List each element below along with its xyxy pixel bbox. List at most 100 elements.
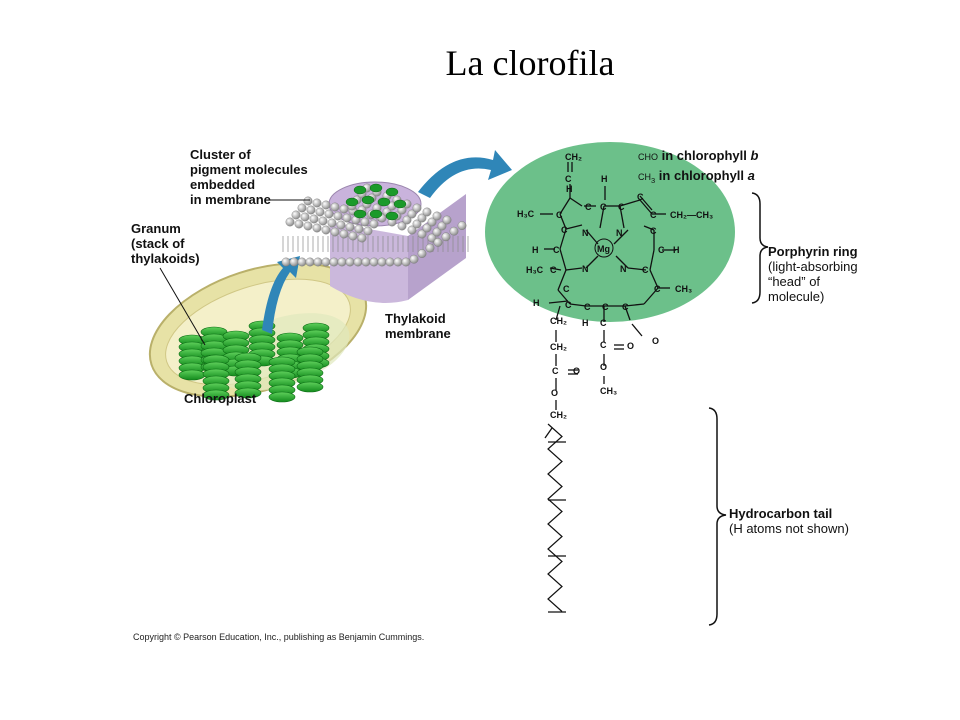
atom-label: C	[563, 284, 570, 294]
atom-label: C	[654, 284, 661, 294]
chloroplast-illustration	[148, 262, 368, 403]
granum-label-line: Granum	[131, 221, 181, 236]
atom-label: H₃C	[526, 265, 544, 275]
atom-label: CH₃	[675, 284, 692, 294]
thylakoid-label-line: Thylakoid	[385, 311, 446, 326]
granum-label-line: (stack of	[131, 236, 185, 251]
hydrocarbon-tail-label: Hydrocarbon tail (H atoms not shown)	[729, 506, 849, 536]
pigment-molecule	[353, 209, 367, 219]
pigment-molecule	[393, 199, 407, 209]
membrane-lipid-heads	[281, 183, 467, 267]
pigment-molecule	[353, 185, 367, 195]
thylakoid-label-line: membrane	[385, 326, 451, 341]
atom-label: C	[552, 366, 559, 376]
chlorophyll-a-group-subscript: 3	[651, 175, 656, 185]
atom-label: CH₂	[565, 152, 582, 162]
chlorophyll-a-text: in chlorophyll	[658, 168, 745, 183]
atom-label: O	[652, 336, 659, 346]
tail-label-heading: Hydrocarbon tail	[729, 506, 833, 521]
chlorophyll-b-group: CHO	[638, 152, 658, 162]
atom-label: CH₂	[550, 410, 567, 420]
atom-label: Mg	[597, 244, 610, 254]
atom-label: O	[573, 366, 580, 376]
atom-label: H	[532, 245, 539, 255]
porphyrin-label-heading: Porphyrin ring	[768, 244, 858, 259]
chlorophyll-b-letter: b	[750, 148, 759, 163]
cluster-label-line: pigment molecules	[190, 162, 308, 177]
atom-label: H	[566, 184, 573, 194]
atom-label: H₃C	[517, 209, 535, 219]
atom-label: C	[618, 202, 625, 212]
atom-label: C	[642, 265, 649, 275]
atom-label: N	[582, 228, 589, 238]
granum-leader-line	[159, 267, 206, 346]
porphyrin-brace	[751, 192, 769, 304]
molecule-bonds	[540, 162, 676, 613]
chlorophyll-a-group: CH3	[638, 172, 656, 185]
pigment-molecule	[369, 183, 383, 193]
atom-label: C	[561, 225, 568, 235]
atom-label: O	[627, 341, 634, 351]
atom-label: C	[637, 192, 644, 202]
granum-stack	[202, 354, 230, 401]
granum-stack	[268, 356, 296, 403]
slide-title: La clorofila	[445, 43, 615, 83]
chlorophyll-b-text: in chlorophyll	[661, 148, 747, 163]
atom-label: N	[620, 264, 627, 274]
atom-label: N	[616, 228, 623, 238]
granum-label-line: thylakoids)	[131, 251, 200, 266]
atom-label: C	[556, 210, 563, 220]
atom-label: C	[650, 210, 657, 220]
atom-label: H	[673, 245, 680, 255]
atom-label: C	[584, 302, 591, 312]
chlorophyll-a-label: CH3 in chlorophyll a	[638, 168, 755, 188]
chlorophyll-a-letter: a	[747, 168, 755, 183]
atom-label: C	[600, 318, 607, 328]
pigment-molecule-cluster	[345, 183, 407, 221]
chlorophyll-b-label: CHO in chlorophyll b	[638, 148, 758, 165]
tail-label-line: (H atoms not shown)	[729, 521, 849, 536]
atom-label: N	[582, 264, 589, 274]
porphyrin-label-line: (light-absorbing	[768, 259, 858, 274]
cluster-label-line: embedded	[190, 177, 256, 192]
copyright-notice: Copyright © Pearson Education, Inc., pub…	[133, 632, 425, 642]
atom-label: H	[601, 174, 608, 184]
atom-label: C	[658, 245, 665, 255]
atom-label: C	[565, 174, 572, 184]
pigment-molecule	[377, 197, 391, 207]
atom-label: O	[551, 388, 558, 398]
tail-brace	[708, 407, 727, 626]
porphyrin-label-line: molecule)	[768, 289, 825, 304]
atom-label: CH₂	[550, 316, 567, 326]
porphyrin-head	[485, 142, 735, 322]
atom-label: C	[622, 302, 629, 312]
atom-label: H	[582, 318, 589, 328]
pigment-molecule	[345, 197, 359, 207]
atom-label: C	[550, 265, 557, 275]
thylakoid-label: Thylakoid membrane	[385, 311, 451, 341]
granum-stack	[178, 334, 206, 381]
atom-label: C	[565, 300, 572, 310]
cluster-label-line: in membrane	[190, 192, 271, 207]
atom-label: O	[600, 362, 607, 372]
atom-label: H	[533, 298, 540, 308]
atom-label: CH₃	[600, 386, 617, 396]
arrow-to-molecule-icon	[418, 150, 512, 198]
atom-label: C	[585, 202, 592, 212]
pigment-molecule	[369, 209, 383, 219]
atom-label: C	[650, 226, 657, 236]
grana-stacks	[178, 320, 330, 403]
atom-label: C	[602, 302, 609, 312]
atom-label: C	[600, 202, 607, 212]
chlorophyll-a-group-text: CH	[638, 172, 651, 182]
thylakoid-membrane-illustration	[281, 181, 469, 303]
atom-label: CH₂	[550, 342, 567, 352]
cluster-label: Cluster of pigment molecules embedded in…	[190, 147, 308, 207]
granum-stack	[234, 352, 262, 399]
cluster-label-line: Cluster of	[190, 147, 251, 162]
atom-label: CH₂—CH₃	[670, 210, 713, 220]
atom-label: C	[553, 245, 560, 255]
porphyrin-label: Porphyrin ring (light-absorbing “head” o…	[768, 244, 858, 304]
porphyrin-label-line: “head” of	[768, 274, 821, 289]
